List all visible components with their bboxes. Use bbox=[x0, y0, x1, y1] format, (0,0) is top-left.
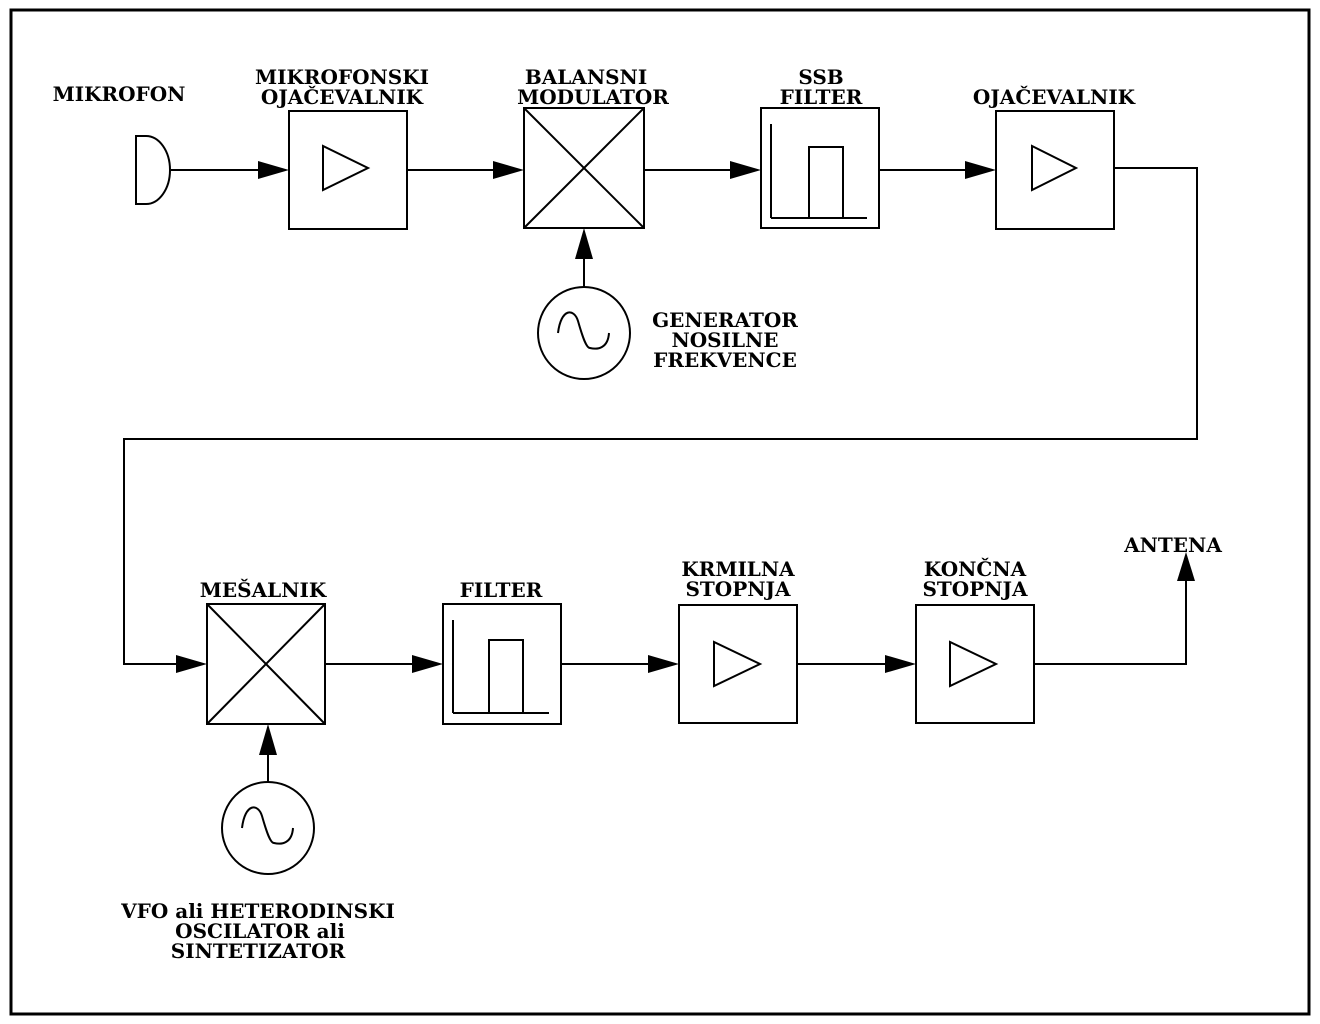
arrow-head bbox=[575, 228, 593, 259]
amplifier-triangle-icon bbox=[1031, 144, 1079, 192]
arrow-head bbox=[965, 161, 996, 179]
antenna-arrow-icon bbox=[1177, 552, 1195, 581]
amplifier-triangle-icon bbox=[713, 640, 763, 688]
label-filter: FILTER bbox=[460, 578, 543, 602]
label-mic-amp-1: MIKROFONSKI bbox=[255, 65, 429, 89]
label-vfo-2: OSCILATOR ali bbox=[175, 919, 345, 943]
arrow-head bbox=[730, 161, 761, 179]
diagram-frame bbox=[9, 8, 1311, 1016]
label-balanced-1: BALANSNI bbox=[525, 65, 647, 89]
amplifier-triangle-icon bbox=[949, 640, 999, 688]
label-driver-2: STOPNJA bbox=[685, 577, 791, 601]
label-ssb-2: FILTER bbox=[780, 85, 863, 109]
bandpass-filter-icon bbox=[452, 620, 549, 714]
connector-amplifier-to-mixer bbox=[123, 167, 1198, 665]
bandpass-filter-icon bbox=[770, 124, 867, 219]
label-final-2: STOPNJA bbox=[922, 577, 1028, 601]
block-filter bbox=[442, 603, 562, 725]
label-mic-amp-2: OJAČEVALNIK bbox=[261, 84, 424, 109]
label-carrier-2: NOSILNE bbox=[671, 328, 778, 352]
label-vfo-3: SINTETIZATOR bbox=[171, 939, 346, 963]
label-vfo-1: VFO ali HETERODINSKI bbox=[120, 899, 395, 923]
block-amplifier bbox=[995, 110, 1115, 230]
label-carrier-1: GENERATOR bbox=[652, 308, 798, 332]
label-mikrofon: MIKROFON bbox=[53, 82, 186, 106]
block-mic-amplifier bbox=[288, 110, 408, 230]
mixer-cross-icon bbox=[523, 107, 645, 229]
amplifier-triangle-icon bbox=[322, 144, 371, 192]
label-carrier-3: FREKVENCE bbox=[653, 348, 797, 372]
label-final-1: KONČNA bbox=[924, 556, 1027, 581]
arrow-head bbox=[885, 655, 916, 673]
arrow-head bbox=[412, 655, 443, 673]
block-driver-stage bbox=[678, 604, 798, 724]
arrow-head bbox=[493, 161, 524, 179]
sine-oscillator-icon bbox=[221, 781, 315, 875]
arrow-head bbox=[648, 655, 679, 673]
label-ssb-1: SSB bbox=[798, 65, 843, 89]
arrow-head bbox=[258, 161, 289, 179]
label-driver-1: KRMILNA bbox=[681, 557, 795, 581]
label-balanced-2: MODULATOR bbox=[517, 85, 669, 109]
block-final-stage bbox=[915, 604, 1035, 724]
block-ssb-filter bbox=[760, 107, 880, 229]
label-antenna: ANTENA bbox=[1123, 533, 1222, 557]
arrow-head bbox=[259, 724, 277, 755]
connector-final-to-antenna bbox=[1034, 575, 1187, 665]
mixer-cross-icon bbox=[206, 603, 326, 725]
arrow-head bbox=[176, 655, 207, 673]
label-amplifier: OJAČEVALNIK bbox=[973, 84, 1136, 109]
sine-oscillator-icon bbox=[537, 286, 631, 380]
microphone-icon bbox=[135, 135, 171, 205]
label-mixer: MEŠALNIK bbox=[200, 577, 327, 602]
